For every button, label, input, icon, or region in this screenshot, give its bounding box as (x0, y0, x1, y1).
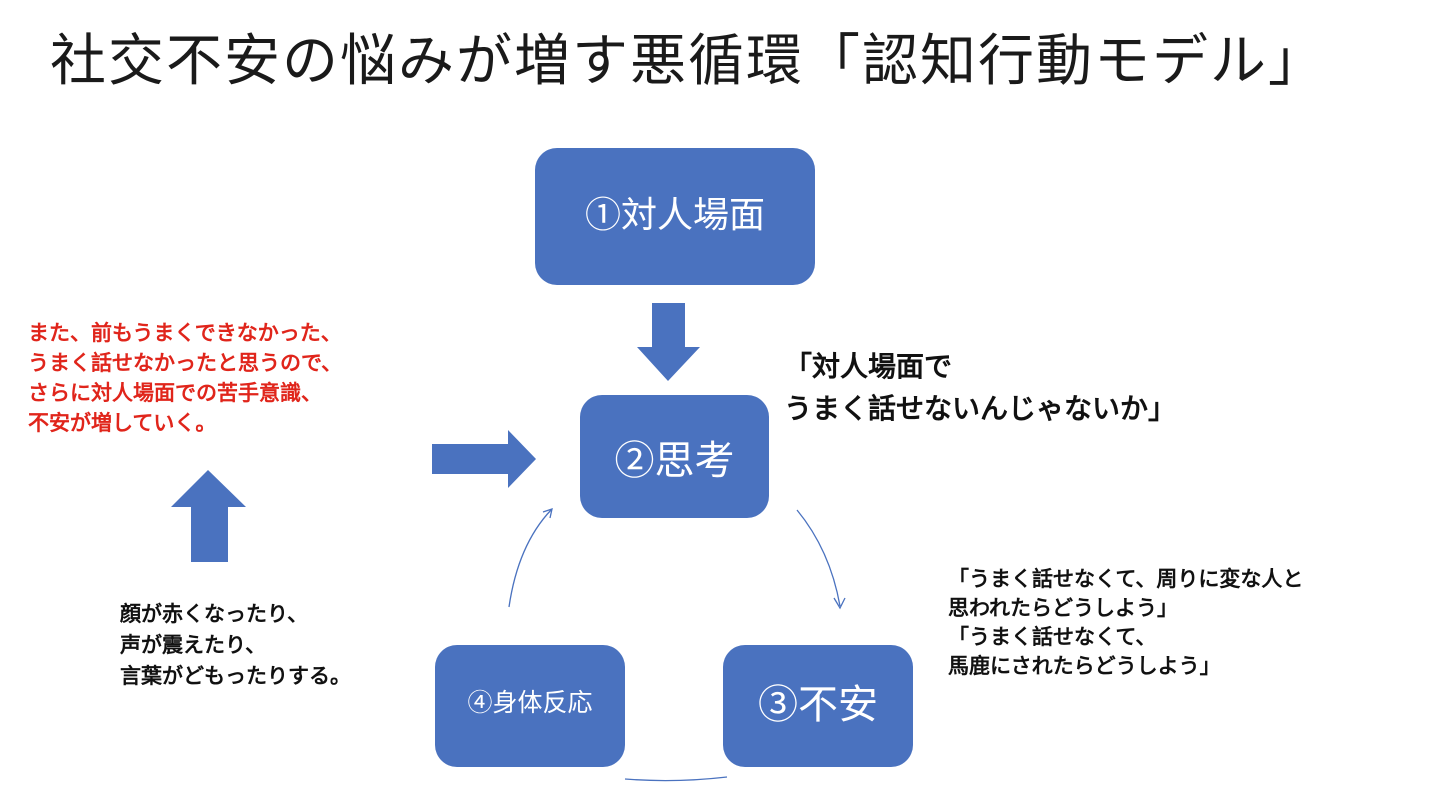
cycle-arrowhead-anxiety (833, 597, 846, 610)
block-arrow-down (637, 303, 700, 381)
cycle-arrow-thought-to-anxiety (796, 509, 841, 607)
slide-title: 社交不安の悩みが増す悪循環「認知行動モデル」 (50, 29, 1326, 94)
body-example-note: 顔が赤くなったり、 声が震えたり、 言葉がどもったりする。 (120, 602, 351, 688)
cycle-arrow-anxiety-to-body (624, 776, 728, 782)
body-reaction-label: ④身体反応 (467, 688, 593, 717)
anxiety-label: ③不安 (758, 682, 878, 728)
situation-label: ①対人場面 (584, 194, 765, 236)
block-arrow-up (171, 470, 246, 562)
thought-box: ②思考 (580, 395, 769, 518)
cycle-arrow-body-to-thought (508, 509, 552, 608)
anxiety-example-note: 「うまく話せなくて、周りに変な人と 思われたらどうしよう」 「うまく話せなくて、… (948, 567, 1304, 678)
cycle-arrowhead-thought (542, 508, 553, 519)
block-arrow-right (432, 430, 536, 488)
feedback-note: また、前もうまくできなかった、 うまく話せなかったと思うので、 さらに対人場面で… (28, 321, 343, 435)
situation-box: ①対人場面 (535, 148, 815, 285)
anxiety-box: ③不安 (723, 645, 913, 767)
thought-example-note: 「対人場面で うまく話せないんじゃないか」 (784, 350, 1177, 425)
thought-label: ②思考 (614, 437, 735, 484)
body-reaction-box: ④身体反応 (435, 645, 625, 767)
